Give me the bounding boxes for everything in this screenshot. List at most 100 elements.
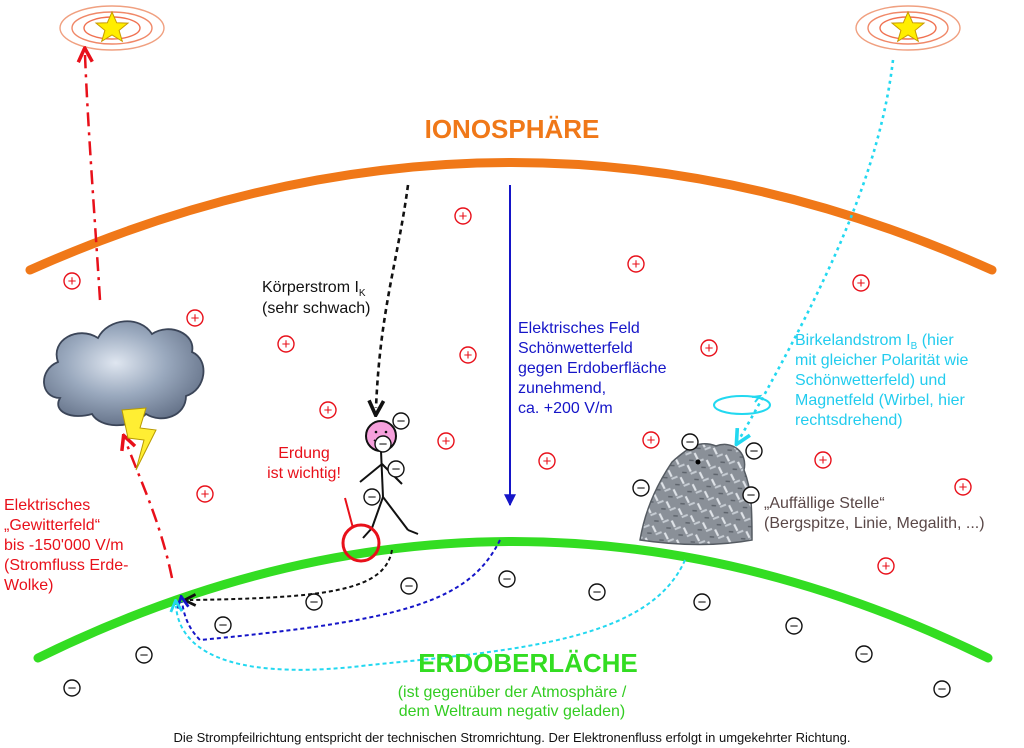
svg-text:+: + <box>959 479 968 496</box>
minus-charge-icon: − <box>855 645 873 663</box>
field-line-4: zunehmend, <box>518 380 606 397</box>
plus-charge-icon: + <box>814 451 832 469</box>
negative-charges: −−−−−−−−−−−−−−−−−−− <box>63 412 951 698</box>
svg-text:+: + <box>282 336 291 353</box>
birkeland-rest: (hier <box>917 332 954 349</box>
star-left-icon <box>59 5 165 51</box>
minus-charge-icon: − <box>498 570 516 588</box>
grounding-circle-icon <box>341 523 381 563</box>
minus-charge-icon: − <box>400 577 418 595</box>
storm-line-1: Elektrisches <box>4 497 90 514</box>
svg-text:+: + <box>68 273 77 290</box>
storm-line-3: bis -150'000 V/m <box>4 537 124 554</box>
minus-charge-icon: − <box>745 442 763 460</box>
return-path-black <box>190 549 393 600</box>
svg-text:+: + <box>442 433 451 450</box>
plus-charge-icon: + <box>437 432 455 450</box>
storm-line-2: „Gewitterfeld“ <box>4 517 100 534</box>
svg-text:+: + <box>464 347 473 364</box>
svg-text:−: − <box>750 443 759 460</box>
svg-text:−: − <box>140 647 149 664</box>
svg-text:−: − <box>405 578 414 595</box>
minus-charge-icon: − <box>374 435 392 453</box>
earth-surface-arc <box>33 537 993 663</box>
svg-text:−: − <box>637 480 646 497</box>
earth-note-line-2: dem Weltraum negativ geladen) <box>399 703 626 720</box>
plus-charge-icon: + <box>700 339 718 357</box>
minus-charge-icon: − <box>933 680 951 698</box>
birkeland-line-1: Birkelandstrom IB (hier <box>795 332 954 352</box>
body-current-note: (sehr schwach) <box>262 300 370 317</box>
return-path-cyan <box>176 559 686 671</box>
minus-charge-icon: − <box>681 433 699 451</box>
svg-text:−: − <box>68 680 77 697</box>
svg-text:+: + <box>857 275 866 292</box>
birkeland-line-2: mit gleicher Polarität wie <box>795 352 969 369</box>
svg-text:−: − <box>698 594 707 611</box>
svg-text:−: − <box>368 489 377 506</box>
svg-text:+: + <box>882 558 891 575</box>
plus-charge-icon: + <box>627 255 645 273</box>
plus-charge-icon: + <box>954 478 972 496</box>
minus-charge-icon: − <box>135 646 153 664</box>
plus-charge-icon: + <box>319 401 337 419</box>
earth-surface-title: ERDOBERLÄCHE <box>418 648 638 678</box>
svg-text:+: + <box>201 486 210 503</box>
grounding-label-2: ist wichtig! <box>267 465 341 482</box>
plus-charge-icon: + <box>454 207 472 225</box>
svg-text:+: + <box>324 402 333 419</box>
megalith-rock <box>639 442 753 546</box>
return-path-blue <box>182 539 501 642</box>
plus-charge-icon: + <box>852 274 870 292</box>
plus-charge-icon: + <box>186 309 204 327</box>
grounding-label-1: Erdung <box>278 445 330 462</box>
electric-field-label: Elektrisches Feld Schönwetterfeld gegen … <box>518 320 667 417</box>
positive-charges: + + + + + + + + + + + + + + + + <box>63 207 972 575</box>
field-line-1: Elektrisches Feld <box>518 320 640 337</box>
spot-label-2: (Bergspitze, Linie, Megalith, ...) <box>764 515 985 532</box>
minus-charge-icon: − <box>63 679 81 697</box>
svg-text:−: − <box>392 461 401 478</box>
minus-charge-icon: − <box>588 583 606 601</box>
birkeland-line-5: rechtsdrehend) <box>795 412 903 429</box>
birkeland-sub: B <box>911 341 918 352</box>
birkeland-main: Birkelandstrom I <box>795 332 911 349</box>
footer-note: Die Strompfeilrichtung entspricht der te… <box>173 730 850 745</box>
svg-text:+: + <box>819 452 828 469</box>
birkeland-label: Birkelandstrom IB (hier mit gleicher Pol… <box>795 332 969 429</box>
svg-text:+: + <box>632 256 641 273</box>
svg-text:−: − <box>938 681 947 698</box>
svg-text:+: + <box>191 310 200 327</box>
thundercloud-icon <box>43 320 205 471</box>
minus-charge-icon: − <box>742 486 760 504</box>
plus-charge-icon: + <box>196 485 214 503</box>
plus-charge-icon: + <box>63 272 81 290</box>
svg-text:+: + <box>705 340 714 357</box>
star-right-icon <box>855 5 961 51</box>
storm-current-arrow-earth-cloud <box>126 442 174 579</box>
plus-charge-icon: + <box>277 335 295 353</box>
minus-charge-icon: − <box>392 412 410 430</box>
svg-text:−: − <box>379 436 388 453</box>
storm-current-arrow-up <box>85 55 102 301</box>
minus-charge-icon: − <box>387 460 405 478</box>
svg-text:−: − <box>397 413 406 430</box>
svg-text:−: − <box>860 646 869 663</box>
field-line-5: ca. +200 V/m <box>518 400 613 417</box>
storm-line-4: (Stromfluss Erde- <box>4 557 128 574</box>
storm-line-5: Wolke) <box>4 577 54 594</box>
body-current-sub: K <box>359 288 366 299</box>
svg-text:+: + <box>459 208 468 225</box>
minus-charge-icon: − <box>693 593 711 611</box>
plus-charge-icon: + <box>642 431 660 449</box>
svg-text:−: − <box>686 434 695 451</box>
spot-label-1: „Auffällige Stelle“ <box>764 495 885 512</box>
body-current-main: Körperstrom I <box>262 279 359 296</box>
svg-text:+: + <box>543 453 552 470</box>
earth-note-line-1: (ist gegenüber der Atmosphäre / <box>398 684 627 701</box>
minus-charge-icon: − <box>785 617 803 635</box>
birkeland-line-4: Magnetfeld (Wirbel, hier <box>795 392 966 409</box>
body-current-label: Körperstrom IK <box>262 279 366 299</box>
birkeland-line-3: Schönwetterfeld) und <box>795 372 946 389</box>
svg-text:−: − <box>790 618 799 635</box>
